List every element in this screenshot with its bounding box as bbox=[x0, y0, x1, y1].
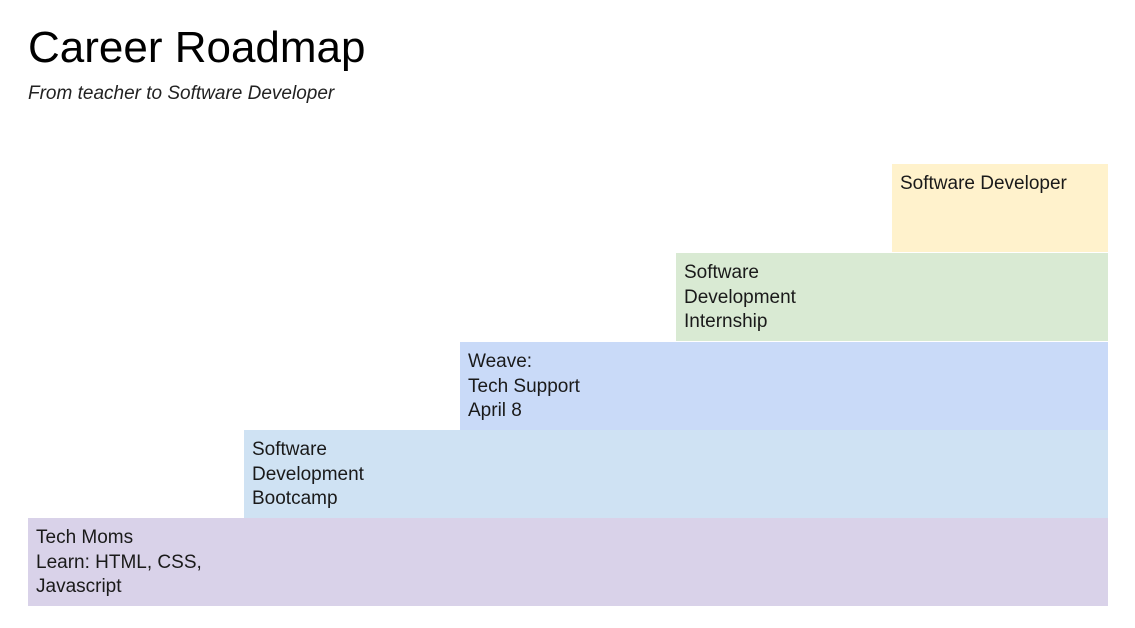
step-label: Software Development Bootcamp bbox=[252, 439, 364, 509]
step-label: Software Development Internship bbox=[684, 262, 796, 332]
roadmap-step-tech-support: Weave: Tech Support April 8 bbox=[460, 342, 1108, 430]
page-subtitle: From teacher to Software Developer bbox=[28, 83, 335, 104]
page-title: Career Roadmap bbox=[28, 23, 366, 72]
step-label: Weave: Tech Support April 8 bbox=[468, 351, 580, 421]
roadmap-step-software-developer: Software Developer bbox=[892, 164, 1108, 252]
roadmap-step-internship: Software Development Internship bbox=[676, 253, 1108, 341]
roadmap-step-bootcamp: Software Development Bootcamp bbox=[244, 430, 1108, 518]
step-label: Tech Moms Learn: HTML, CSS, Javascript bbox=[36, 527, 202, 597]
roadmap-step-tech-moms: Tech Moms Learn: HTML, CSS, Javascript bbox=[28, 518, 1108, 606]
step-label: Software Developer bbox=[900, 173, 1067, 194]
